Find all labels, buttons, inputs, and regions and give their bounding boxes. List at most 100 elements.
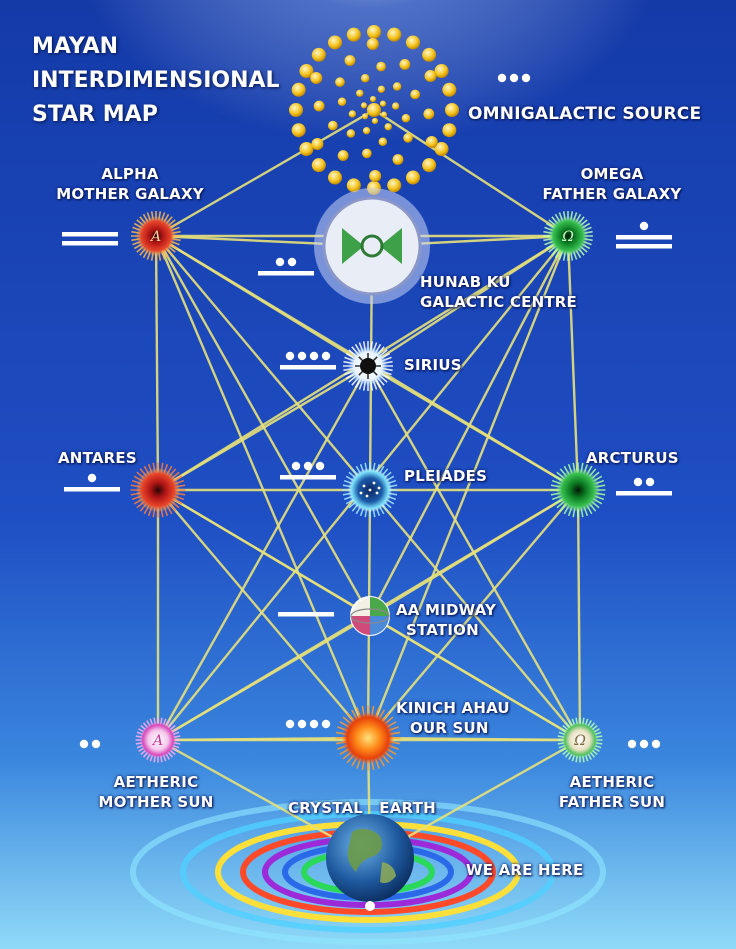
source-outer-sphere (328, 170, 342, 185)
label-aetheric-father-sun: AETHERIC FATHER SUN (532, 772, 692, 812)
label-midway-line-1: AA MIDWAY (396, 601, 497, 619)
source-outer-sphere (328, 35, 342, 50)
source-spiral-sphere (335, 77, 345, 87)
source-outer-sphere (311, 47, 326, 62)
line-omega-arcturus (566, 235, 580, 491)
maya-hunab-ku-dot (287, 257, 297, 267)
maya-aetheric-mother-sun-dot (79, 739, 89, 749)
maya-aetheric-father-sun-dot (639, 739, 649, 749)
label-aa-midway-station: AA MIDWAY STATION (396, 600, 496, 640)
source-spiral-sphere (380, 111, 388, 118)
maya-aetheric-mother-sun (79, 739, 101, 749)
maya-pleiades-dot (303, 461, 313, 471)
source-spiral-sphere (392, 82, 402, 91)
source-spiral-sphere (378, 137, 388, 147)
source-spiral-sphere (369, 95, 377, 103)
source-outer-sphere (442, 82, 457, 97)
line-omega-kinich (366, 235, 570, 739)
label-arcturus: ARCTURUS (586, 449, 679, 467)
label-crystal-earth: CRYSTAL EARTH (288, 799, 436, 817)
source-outer-sphere (346, 27, 361, 42)
maya-omega-father-galaxy (616, 221, 672, 249)
source-spiral-sphere (424, 69, 437, 82)
maya-alpha-mother-galaxy (62, 232, 118, 246)
source-outer-sphere (311, 158, 326, 173)
earth-landmass (347, 828, 382, 872)
label-midway-line-2: STATION (406, 621, 479, 639)
label-hunab-ku: HUNAB KU GALACTIC CENTRE (420, 272, 577, 312)
maya-arcturus-dot (645, 477, 655, 487)
maya-aetheric-father-sun (627, 739, 661, 749)
line-source-alpha (155, 108, 375, 238)
alpha-mother-galaxy-node-glyph: A (149, 229, 161, 245)
title-line-3: STAR MAP (32, 102, 158, 127)
hunab-ku-wing-right (380, 228, 402, 264)
maya-aa-midway-station-bar (278, 612, 334, 617)
hunab-ku-disc (322, 196, 422, 296)
line-source-omega (373, 108, 569, 238)
source-spiral-sphere (403, 133, 413, 143)
maya-pleiades-dot (315, 461, 325, 471)
maya-pleiades (280, 461, 336, 480)
maya-omnigalactic-source-dot (521, 73, 531, 83)
pleiades-star-dot (377, 486, 381, 490)
label-alpha-line-1: ALPHA (101, 165, 159, 183)
source-outer-sphere (422, 158, 437, 173)
hunab-ku-wing-left (342, 228, 364, 264)
line-mother-kinich (157, 736, 369, 742)
source-spiral-sphere (384, 123, 392, 131)
sirius-core-rays (355, 353, 381, 379)
pleiades-star-dot (362, 484, 366, 488)
maya-hunab-ku-dot (275, 257, 285, 267)
source-spiral-sphere (348, 110, 357, 118)
midway-orbit (350, 608, 390, 624)
source-spiral-sphere (410, 89, 420, 100)
omega-father-galaxy-node-glyph: Ω (561, 229, 574, 245)
maya-arcturus (616, 477, 672, 496)
label-father-sun-line-1: AETHERIC (569, 773, 655, 791)
maya-antares-dot (87, 473, 97, 483)
line-alpha-antares (154, 235, 160, 491)
crystal-earth-globe (326, 814, 414, 902)
arcturus-node (556, 468, 600, 512)
source-spiral-sphere (392, 154, 404, 165)
source-outer-sphere (299, 142, 314, 156)
source-outer-sphere (422, 47, 437, 62)
label-sirius: SIRIUS (404, 356, 462, 374)
source-spiral-sphere (425, 135, 438, 148)
label-kinich-line-2: OUR SUN (410, 719, 489, 737)
maya-kinich-ahau (285, 719, 331, 729)
label-alpha-mother-galaxy: ALPHA MOTHER GALAXY (50, 164, 210, 204)
maya-numbers (62, 73, 672, 749)
source-outer-sphere (291, 82, 306, 97)
source-spiral-sphere (376, 61, 386, 72)
earth-landmass (380, 862, 396, 884)
source-spiral-sphere (362, 148, 372, 159)
label-omnigalactic-source: OMNIGALACTIC SOURCE (468, 104, 702, 124)
source-spiral-sphere (369, 169, 382, 182)
maya-omnigalactic-source-dot (509, 73, 519, 83)
label-omega-father-galaxy: OMEGA FATHER GALAXY (532, 164, 692, 204)
pleiades-star-dot (368, 488, 372, 492)
line-antares-midway (157, 488, 371, 618)
maya-kinich-ahau-dot (297, 719, 307, 729)
source-spiral-sphere (361, 113, 369, 120)
line-alpha-midway (154, 235, 372, 617)
source-outer-sphere (445, 103, 459, 117)
maya-sirius-dot (309, 351, 319, 361)
source-spiral-sphere (379, 100, 387, 107)
maya-kinich-ahau-dot (309, 719, 319, 729)
maya-kinich-ahau-dot (321, 719, 331, 729)
source-outer-sphere (299, 64, 314, 78)
alpha-mother-galaxy-node (136, 216, 176, 256)
label-hunab-line-1: HUNAB KU (420, 273, 511, 291)
line-sirius-arcturus (367, 364, 579, 492)
aetheric-father-sun-node (562, 722, 598, 758)
source-spiral-sphere (311, 138, 324, 151)
source-spiral-sphere (399, 59, 411, 70)
title-line-1: MAYAN (32, 34, 119, 59)
maya-arcturus-dot (633, 477, 643, 487)
line-father-kinich (367, 736, 581, 742)
maya-pleiades-bar (280, 475, 336, 480)
